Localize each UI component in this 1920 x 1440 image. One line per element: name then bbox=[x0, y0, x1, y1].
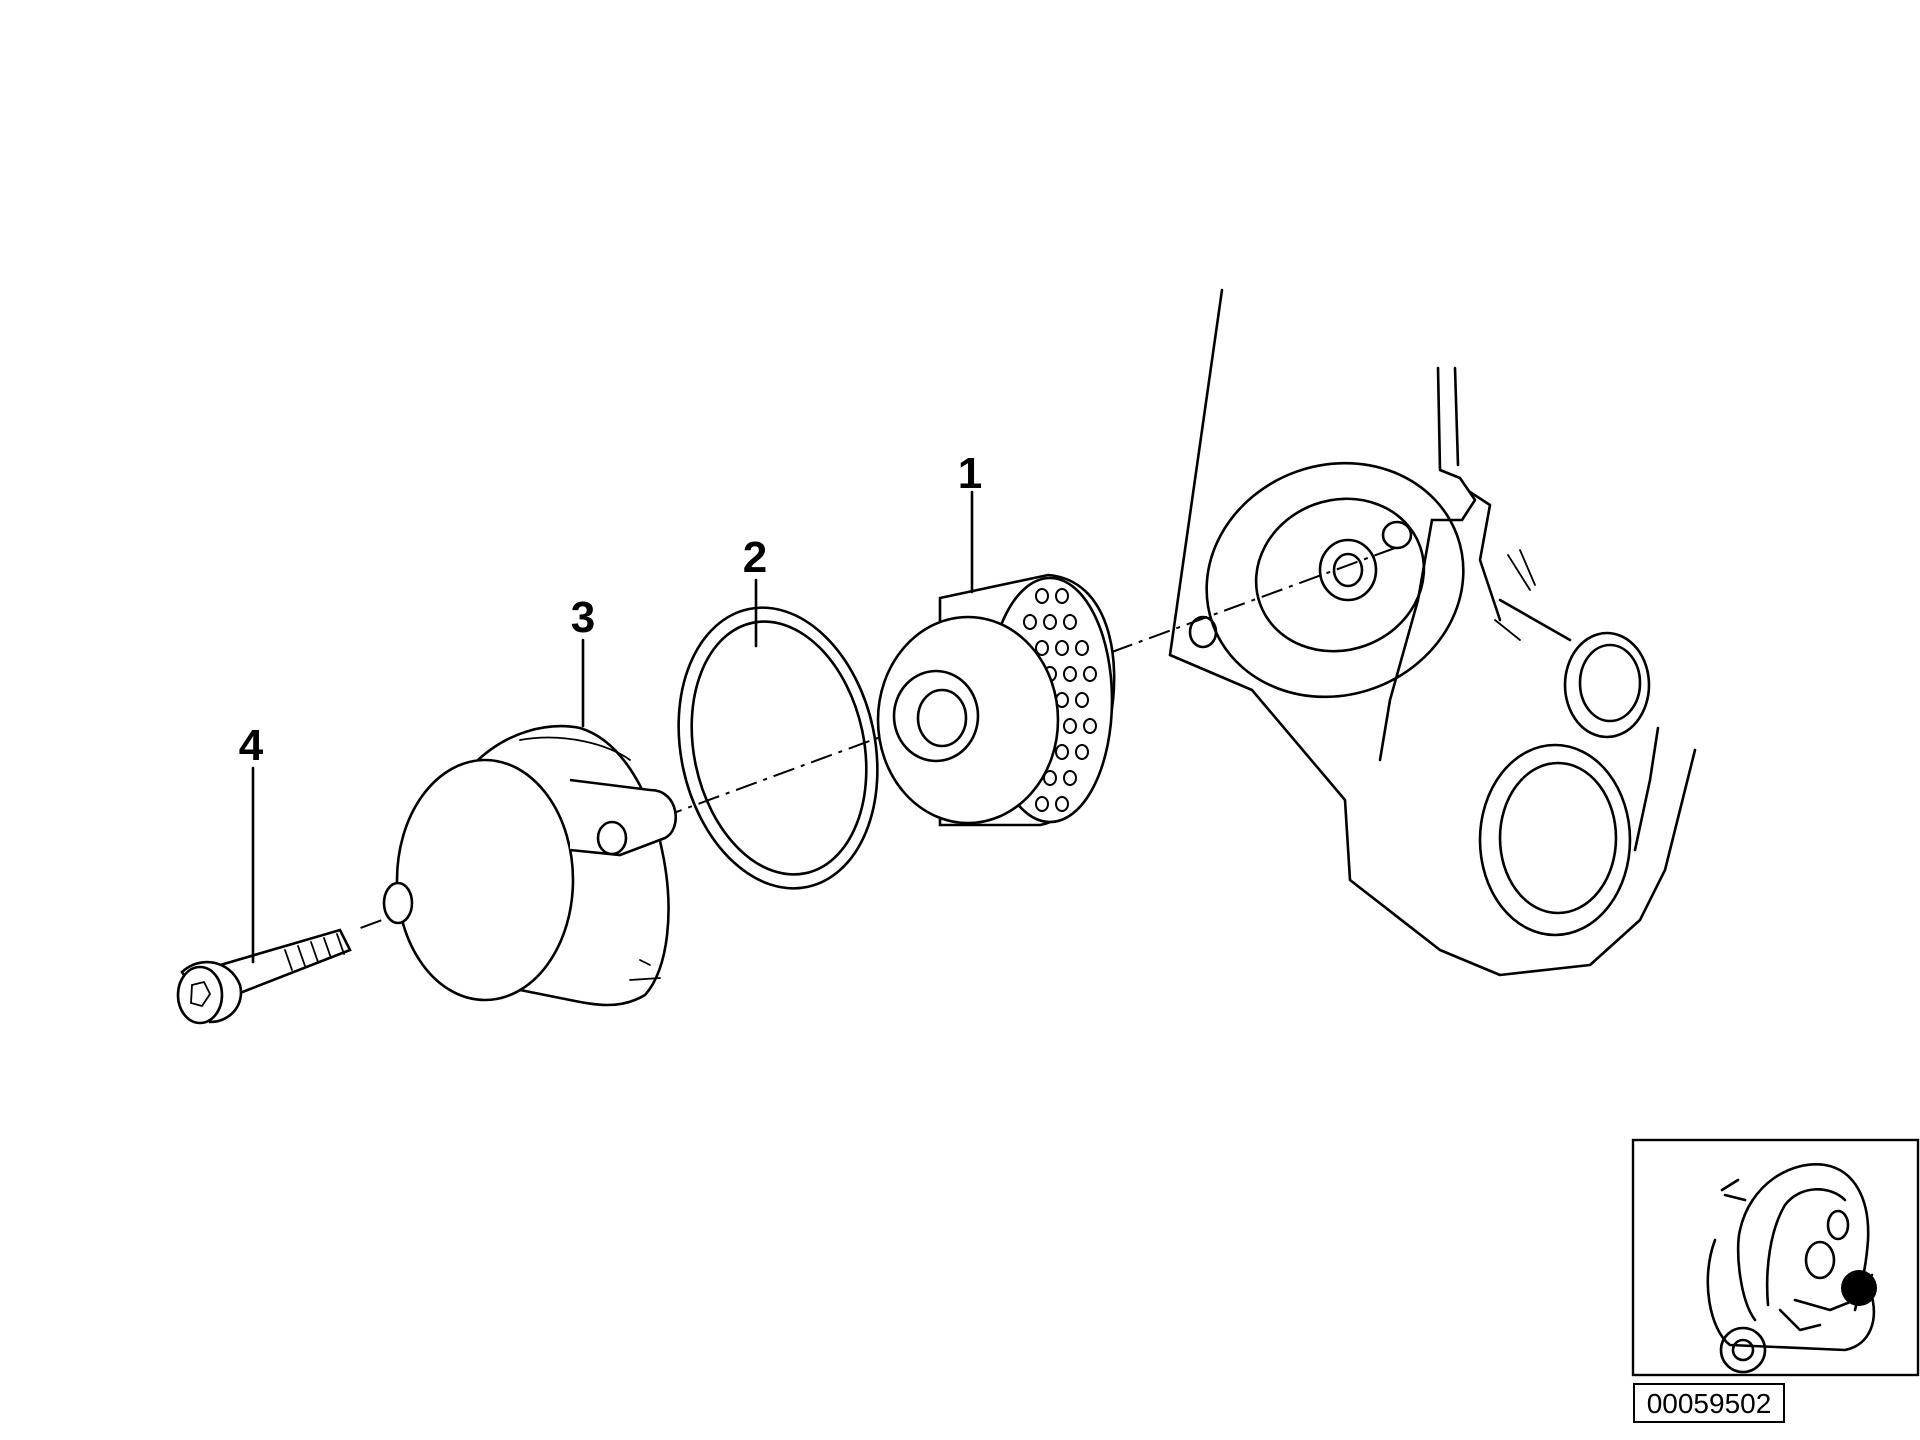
perforation-hole bbox=[1035, 796, 1049, 812]
location-marker bbox=[1841, 1270, 1877, 1306]
perforation-hole bbox=[1063, 770, 1077, 786]
callout-leaders bbox=[251, 490, 974, 964]
perforation-hole bbox=[1055, 640, 1069, 656]
perforation-hole bbox=[1055, 744, 1069, 760]
perforation-hole bbox=[1075, 640, 1089, 656]
perforation-hole bbox=[1055, 796, 1069, 812]
vehicle-locator-thumbnail bbox=[1631, 1138, 1920, 1377]
sealing-ring bbox=[677, 606, 879, 890]
perforation-hole bbox=[1063, 718, 1077, 734]
callout-3: 3 bbox=[571, 593, 595, 642]
perforation-hole bbox=[1083, 718, 1097, 734]
perforation-hole bbox=[1063, 614, 1077, 630]
perforation-hole bbox=[1063, 666, 1077, 682]
perforation-hole bbox=[1035, 640, 1049, 656]
filter-cover bbox=[382, 724, 677, 1007]
oil-filter-element bbox=[876, 573, 1116, 827]
socket-head-bolt bbox=[176, 928, 352, 1025]
perforation-hole bbox=[1023, 614, 1037, 630]
perforation-hole bbox=[1055, 588, 1069, 604]
callout-2: 2 bbox=[743, 533, 767, 582]
perforation-hole bbox=[1043, 614, 1057, 630]
callout-1: 1 bbox=[958, 449, 982, 498]
perforation-hole bbox=[1075, 744, 1089, 760]
callout-4: 4 bbox=[239, 721, 264, 770]
reference-number: 00059502 bbox=[1647, 1388, 1772, 1419]
perforation-hole bbox=[1083, 666, 1097, 682]
perforation-hole bbox=[1043, 770, 1057, 786]
engine-housing bbox=[1168, 288, 1697, 977]
perforation-hole bbox=[1075, 692, 1089, 708]
perforation-hole bbox=[1035, 588, 1049, 604]
reference-number-box: 00059502 bbox=[1633, 1383, 1785, 1423]
